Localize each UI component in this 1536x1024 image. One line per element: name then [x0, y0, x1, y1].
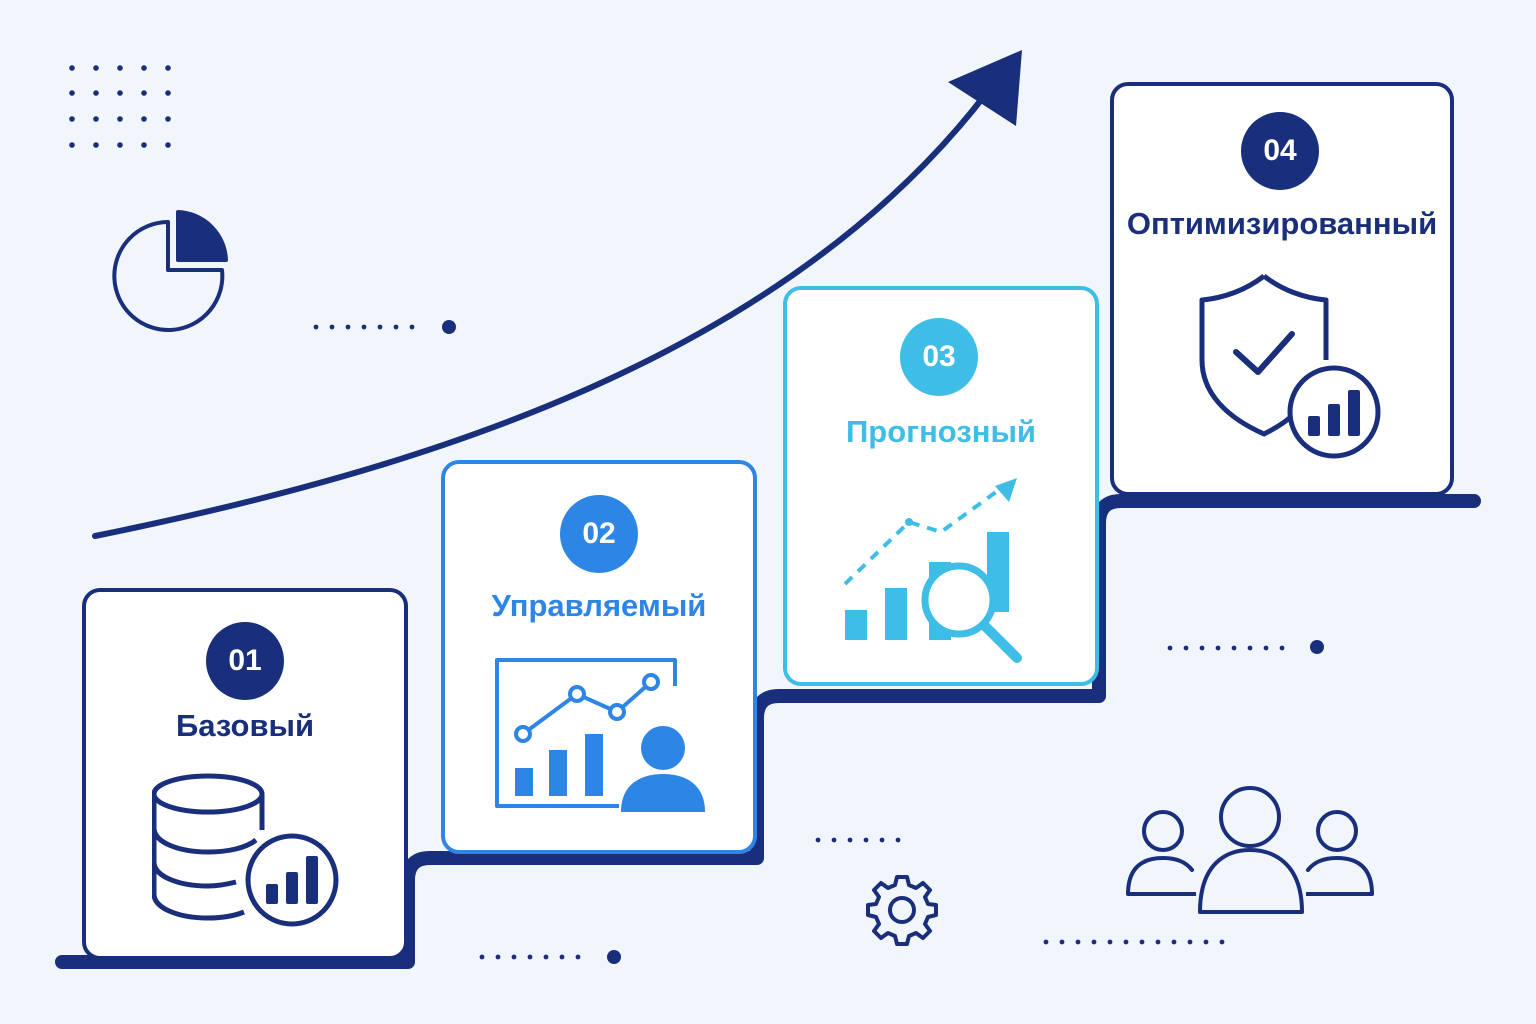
- dotted-line-2: [1167, 640, 1324, 654]
- database-chart-icon: [152, 773, 339, 927]
- stage-title: Прогнозный: [846, 414, 1036, 449]
- growth-arrow-icon: [92, 50, 1022, 539]
- forecast-magnifier-icon: [843, 478, 1022, 663]
- stage-number: 02: [582, 517, 616, 550]
- gear-icon: [866, 875, 938, 946]
- stage-number-badge: 01: [206, 622, 284, 700]
- stage-card-1: 01 Базовый: [82, 588, 408, 960]
- stage-title: Управляемый: [491, 588, 707, 623]
- pie-chart-icon: [112, 210, 228, 332]
- stage-number-badge: 04: [1241, 112, 1319, 190]
- stage-title: Базовый: [175, 708, 315, 743]
- team-icon: [1126, 786, 1374, 914]
- dot-grid: [69, 65, 171, 148]
- dotted-line-4: [479, 950, 621, 964]
- stage-number: 01: [228, 644, 262, 677]
- stage-number-badge: 03: [900, 318, 978, 396]
- dotted-line-1: [313, 320, 456, 334]
- stage-title: Оптимизированный: [1126, 206, 1438, 241]
- shield-check-chart-icon: [1199, 274, 1381, 459]
- dotted-line-5: [1043, 939, 1225, 945]
- stage-number: 03: [922, 340, 956, 373]
- dotted-line-3: [815, 837, 901, 843]
- stage-number-badge: 02: [560, 495, 638, 573]
- stage-number: 04: [1263, 134, 1297, 167]
- stage-card-4: 04 Оптимизированный: [1110, 82, 1454, 496]
- stage-card-2: 02 Управляемый: [441, 460, 757, 854]
- stage-card-3: 03 Прогнозный: [783, 286, 1099, 686]
- dashboard-user-icon: [495, 658, 705, 812]
- staircase-line: [55, 494, 1481, 969]
